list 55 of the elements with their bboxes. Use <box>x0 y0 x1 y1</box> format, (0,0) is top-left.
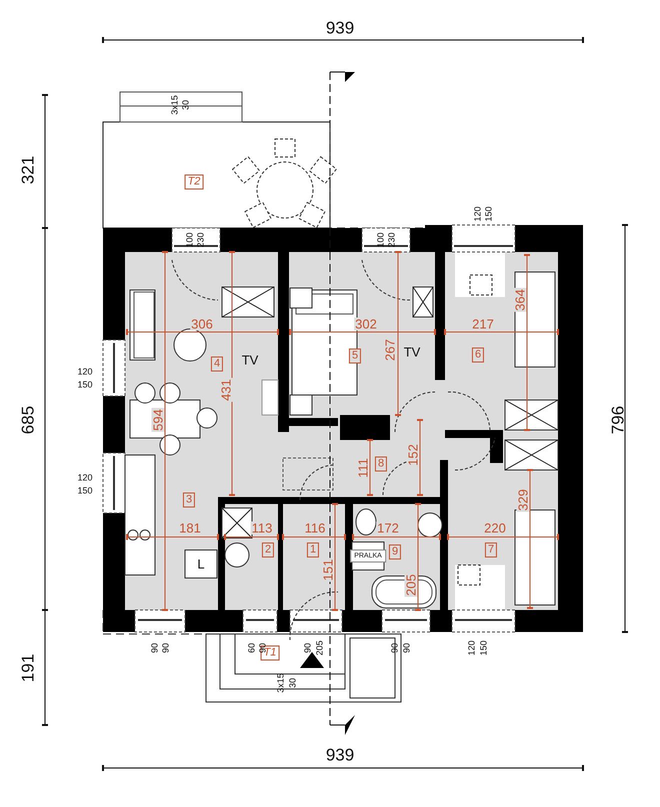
dimension-text: 205 <box>316 640 324 656</box>
dimension-text: 30 <box>182 100 190 110</box>
room-tag: 7 <box>484 542 498 558</box>
dimension-text: 90 <box>402 643 412 653</box>
dimension-text: 594 <box>152 408 164 432</box>
dimension-text: 205 <box>404 573 418 597</box>
room-tag: 4 <box>210 356 224 372</box>
dimension-text: 172 <box>376 522 400 534</box>
dimension-text: 220 <box>483 522 507 534</box>
dimension-text: 217 <box>471 318 495 330</box>
tv-label: TV <box>242 354 258 366</box>
dimension-text: 111 <box>356 457 370 479</box>
room-tag: 9 <box>388 544 402 560</box>
dimension-text: 267 <box>384 338 396 362</box>
dimension-text: 90 <box>304 643 312 653</box>
cabinet-label: L <box>197 558 205 570</box>
dimension-text: 321 <box>20 156 36 184</box>
room-tag: 3 <box>182 492 196 508</box>
room-tag: 8 <box>374 456 388 472</box>
dimension-text: 302 <box>354 318 378 330</box>
dimension-text: 3x15 <box>276 673 286 693</box>
dimension-text: 120 <box>77 368 93 376</box>
dimension-text: 90 <box>390 643 400 653</box>
dimension-text: 150 <box>77 486 93 496</box>
tv-label: TV <box>404 346 420 358</box>
dimension-text: 90 <box>150 643 160 653</box>
dimension-text: 306 <box>190 318 214 330</box>
dimension-text: 120 <box>468 640 476 656</box>
dimension-text: 30 <box>288 678 298 688</box>
dimension-text: 181 <box>178 522 202 534</box>
room-tag: T2 <box>184 174 204 190</box>
dimension-text: 364 <box>514 288 526 312</box>
dimension-text: 685 <box>20 406 36 434</box>
dimension-text: 60 <box>248 643 256 653</box>
dimension-text: 431 <box>220 378 232 402</box>
room-tag: 6 <box>472 348 484 362</box>
dimension-text: 3x15 <box>170 95 180 115</box>
dimension-text: 796 <box>610 406 626 434</box>
dimension-text: 150 <box>480 640 488 656</box>
dimension-text: 90 <box>162 643 170 653</box>
dimension-text: 150 <box>77 380 93 390</box>
dimension-text: 120 <box>77 474 93 482</box>
room-tag: 2 <box>262 542 274 558</box>
dimension-text: 191 <box>20 654 36 682</box>
dimension-text: 150 <box>484 206 494 222</box>
dimension-text: 939 <box>326 20 354 36</box>
dimension-text: 116 <box>304 522 326 534</box>
dimension-text: 939 <box>326 746 354 764</box>
dimension-text: 113 <box>250 522 274 534</box>
dimension-text: 151 <box>322 558 334 582</box>
room-tag: 5 <box>348 348 362 364</box>
dimension-text: 329 <box>516 488 530 512</box>
dimension-text: 120 <box>474 206 482 222</box>
dimension-text: 152 <box>406 443 420 467</box>
room-tag: 1 <box>306 542 320 558</box>
